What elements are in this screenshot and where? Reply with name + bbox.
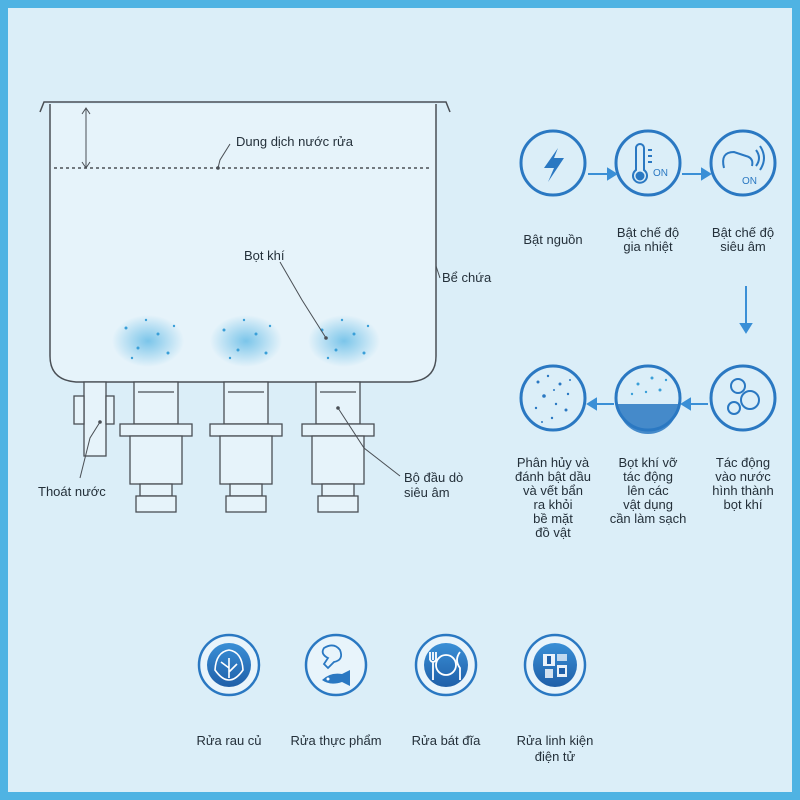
solution-label: Dung dịch nước rửa <box>236 134 353 149</box>
step-label-2: Bật chế độ gia nhiệt <box>616 225 680 254</box>
app-label-food: Rửa thực phẩm <box>290 733 382 748</box>
transducer-2 <box>209 381 283 513</box>
bubble-cluster-right <box>308 315 380 367</box>
bubble-label: Bọt khí <box>244 248 285 263</box>
diagram-canvas: Dung dịch nước rửa Bọt khí Bể chứa Thoát… <box>8 8 792 792</box>
app-label-electronics: Rửa linh kiện điện tử <box>516 733 594 764</box>
app-label-vegetables: Rửa rau củ <box>196 733 262 748</box>
app-label-dishes: Rửa bát đĩa <box>411 733 481 748</box>
bubble-cluster-left <box>112 315 184 367</box>
step-label-4: Tác động vào nước hình thành bọt khí <box>712 455 774 512</box>
tank-label: Bể chứa <box>442 270 492 285</box>
transducer-label: Bộ đầu dò siêu âm <box>404 470 464 500</box>
ultrasonic-tank-illustration <box>39 101 451 513</box>
drain-pipe <box>73 381 115 457</box>
step-label-1: Bật nguồn <box>523 232 583 247</box>
leader-lines <box>79 143 441 479</box>
step-label-6: Phân hủy và đánh bật dầu và vết bẩn ra k… <box>515 455 591 540</box>
step-label-5: Bọt khí vỡ tác động lên các vật dụng cần… <box>609 455 687 526</box>
transducer-3 <box>301 381 375 513</box>
drain-label: Thoát nước <box>38 484 106 499</box>
step-label-3: Bật chế độ siêu âm <box>711 225 775 254</box>
tank-rim <box>39 101 451 113</box>
bubble-cluster-middle <box>210 315 282 367</box>
transducer-1 <box>119 381 193 513</box>
